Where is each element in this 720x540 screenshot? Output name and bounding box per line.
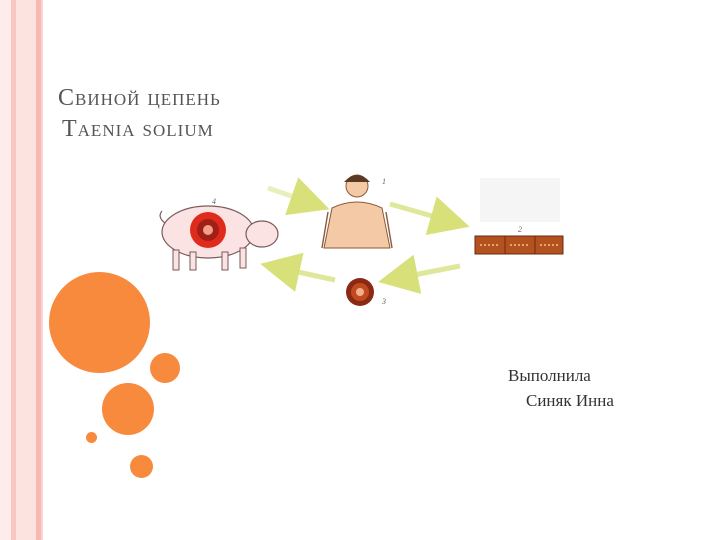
diagram-label-1: 1: [382, 177, 386, 186]
egg-illustration: 3: [346, 278, 386, 306]
human-illustration: 1: [321, 174, 393, 249]
diagram-label-3: 3: [381, 297, 386, 306]
author-role: Выполнила: [508, 366, 591, 385]
stripe: [41, 0, 43, 540]
slide-title: Свиной цепень Taenia solium: [58, 84, 221, 144]
small-orange-circle: [130, 455, 153, 478]
life-cycle-svg: 4 1 2 3: [159, 174, 564, 306]
medium-orange-circle: [102, 383, 154, 435]
pig-illustration: 4: [159, 197, 279, 271]
title-russian: Свиной цепень: [58, 85, 221, 111]
diagram-label-2: 2: [518, 225, 522, 234]
stripe: [36, 0, 41, 540]
arrow-pig-to-human: [267, 177, 330, 216]
tiny-orange-circle: [86, 432, 97, 443]
arrow-proglottids-to-egg: [378, 254, 461, 294]
author-name: Синяк Инна: [526, 390, 614, 410]
large-orange-circle: [49, 272, 150, 373]
life-cycle-diagram: 4 1 2 3: [150, 168, 565, 316]
diagram-label-4: 4: [212, 197, 216, 206]
author-block: Выполнила Синяк Инна: [508, 364, 614, 413]
proglottids-illustration: 2: [474, 178, 564, 255]
arrow-human-to-proglottids: [389, 196, 470, 235]
stripe: [0, 0, 11, 540]
arrow-egg-to-pig: [260, 252, 336, 292]
title-latin: Taenia solium: [62, 115, 214, 142]
stripe: [16, 0, 36, 540]
small-orange-circle: [150, 353, 180, 383]
stripe: [11, 0, 16, 540]
